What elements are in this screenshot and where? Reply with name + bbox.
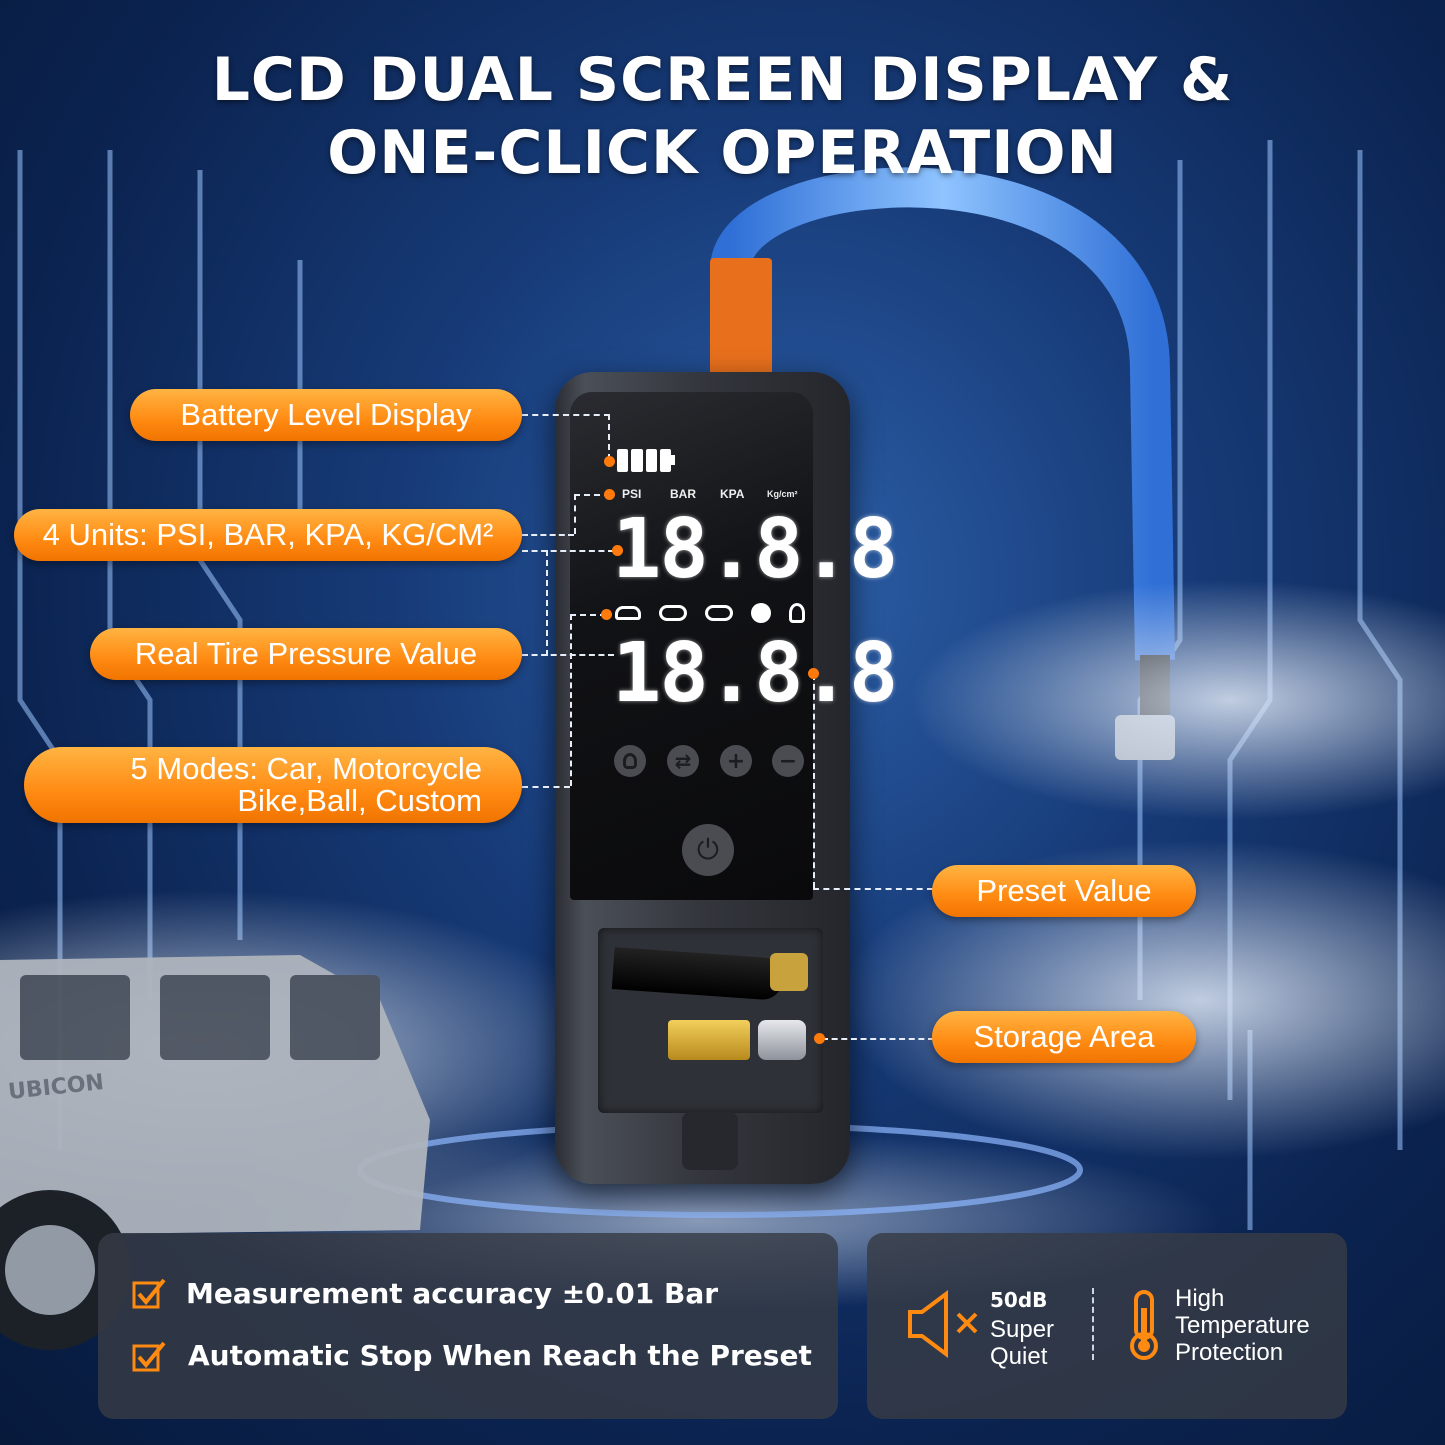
storage-leader (822, 1038, 934, 1040)
battery-tip (671, 455, 675, 465)
headline-line-2: ONE-CLICK OPERATION (327, 118, 1118, 188)
callout-storage-area: Storage Area (932, 1011, 1196, 1063)
units-dot (604, 489, 615, 500)
unit-kgcm: Kg/cm² (767, 489, 798, 499)
feature-auto-stop: Automatic Stop When Reach the Preset (188, 1339, 812, 1372)
pressure-dot (612, 545, 623, 556)
device-clip (682, 1112, 738, 1170)
quiet-label-1: Super (990, 1316, 1055, 1343)
ball-mode-icon (751, 603, 771, 623)
cycle-icon: ⇄ (674, 749, 692, 773)
modes-leader (522, 786, 570, 788)
callout-modes: 5 Modes: Car, Motorcycle Bike,Ball, Cust… (24, 747, 522, 823)
car-mode-icon (615, 606, 641, 620)
modes-leader-v (570, 614, 606, 786)
brass-tip (770, 953, 808, 991)
motorcycle-mode-icon (659, 605, 687, 621)
bike-mode-icon (705, 605, 733, 621)
accuracy-panel (98, 1233, 838, 1419)
callout-modes-line2: Bike,Ball, Custom (237, 783, 482, 818)
temp-label-2: Temperature (1175, 1312, 1310, 1339)
temp-label-3: Protection (1175, 1339, 1284, 1366)
temp-label-1: High (1175, 1285, 1225, 1312)
bulb-icon (623, 753, 637, 769)
preset-pressure-display: 18.8.8 (612, 626, 898, 721)
needle-adapter (611, 947, 785, 1001)
checkbox-icon (132, 1278, 166, 1309)
mode-icons (615, 601, 805, 625)
preset-leader (813, 888, 933, 890)
battery-icon (617, 449, 671, 472)
callout-battery-level: Battery Level Display (130, 389, 522, 441)
callout-units: 4 Units: PSI, BAR, KPA, KG/CM² (14, 509, 522, 561)
callout-preset-value: Preset Value (932, 865, 1196, 917)
quiet-decibels: 50dB (990, 1288, 1048, 1312)
jeep-illustration (0, 955, 430, 1350)
increase-button[interactable]: + (720, 745, 752, 777)
decrease-button[interactable]: − (772, 745, 804, 777)
custom-mode-icon (789, 603, 805, 623)
spec-divider (1092, 1288, 1094, 1360)
checkbox-icon (132, 1341, 166, 1372)
callout-modes-line1: 5 Modes: Car, Motorcycle (130, 751, 482, 786)
current-pressure-display: 18.8.8 (612, 502, 898, 597)
thermometer-icon (1130, 1290, 1158, 1360)
headline-line-1: LCD DUAL SCREEN DISPLAY & (211, 45, 1234, 115)
minus-icon: − (778, 748, 798, 774)
pressure-leader (522, 550, 614, 656)
feature-accuracy: Measurement accuracy ±0.01 Bar (186, 1277, 719, 1310)
silver-adapter (758, 1020, 806, 1060)
plus-icon: + (726, 748, 746, 774)
storage-compartment (598, 928, 823, 1113)
preset-leader-v (813, 674, 815, 888)
units-leader-v (574, 494, 610, 534)
pressure-leader-v (546, 550, 548, 656)
callout-tire-pressure: Real Tire Pressure Value (90, 628, 522, 680)
modes-dot (601, 609, 612, 620)
unit-bar: BAR (670, 487, 696, 501)
power-button[interactable]: ⏻ (682, 824, 734, 876)
battery-dot (604, 456, 615, 467)
brass-valve-adapter (668, 1020, 750, 1060)
speaker-mute-icon (908, 1290, 978, 1358)
storage-dot (814, 1033, 825, 1044)
units-leader (522, 534, 574, 536)
unit-psi: PSI (622, 487, 642, 501)
quiet-label-2: Quiet (990, 1343, 1048, 1370)
light-button[interactable] (614, 745, 646, 777)
unit-kpa: KPA (720, 487, 745, 501)
mode-switch-button[interactable]: ⇄ (667, 745, 699, 777)
power-icon: ⏻ (696, 833, 720, 866)
battery-leader (522, 414, 610, 460)
preset-dot (808, 668, 819, 679)
lcd-screen (570, 392, 813, 900)
